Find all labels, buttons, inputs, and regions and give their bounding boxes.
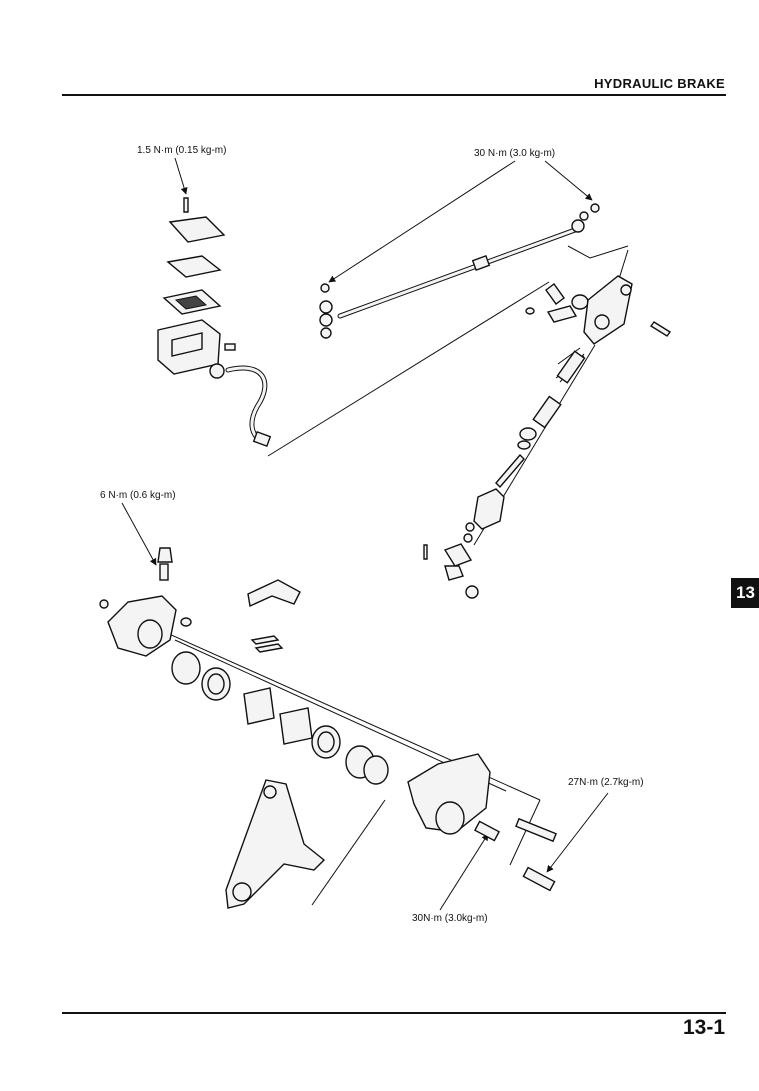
brake-hose-assembly bbox=[319, 203, 600, 339]
brake-pad-left bbox=[243, 687, 275, 725]
caliper-body-inner bbox=[407, 753, 491, 833]
torque-label-reservoir-cover: 1.5 N·m (0.15 kg-m) bbox=[137, 145, 227, 156]
caliper-assembly bbox=[99, 547, 557, 909]
pad-pin bbox=[250, 635, 284, 653]
page-number: 13-1 bbox=[682, 1016, 725, 1039]
header-rule bbox=[62, 94, 726, 96]
caliper-bracket bbox=[225, 779, 326, 909]
master-cylinder-assembly bbox=[157, 197, 272, 447]
piston-left bbox=[171, 651, 201, 685]
torque-label-brake-hose: 30 N·m (3.0 kg-m) bbox=[474, 148, 556, 159]
push-rod-boot bbox=[473, 488, 505, 530]
torque-label-bleed-valve: 6 N·m (0.6 kg-m) bbox=[100, 490, 176, 501]
section-title: HYDRAULIC BRAKE bbox=[594, 76, 725, 91]
footer-rule bbox=[62, 1012, 726, 1014]
push-rod bbox=[495, 453, 525, 489]
section-tab: 13 bbox=[731, 578, 759, 608]
rear-master-cylinder-assembly bbox=[423, 275, 672, 599]
pad-spring bbox=[247, 579, 301, 608]
diaphragm-plate bbox=[166, 255, 222, 278]
rear-master-cylinder bbox=[583, 275, 633, 345]
torque-label-pin-bolt: 27N·m (2.7kg-m) bbox=[568, 777, 644, 788]
torque-label-caliper-bolt: 30N·m (3.0kg-m) bbox=[412, 913, 488, 924]
brake-pad-right bbox=[279, 707, 313, 745]
push-rod-clevis bbox=[443, 543, 473, 567]
reservoir-cover-screw bbox=[183, 197, 189, 213]
reservoir-cap bbox=[168, 216, 226, 243]
